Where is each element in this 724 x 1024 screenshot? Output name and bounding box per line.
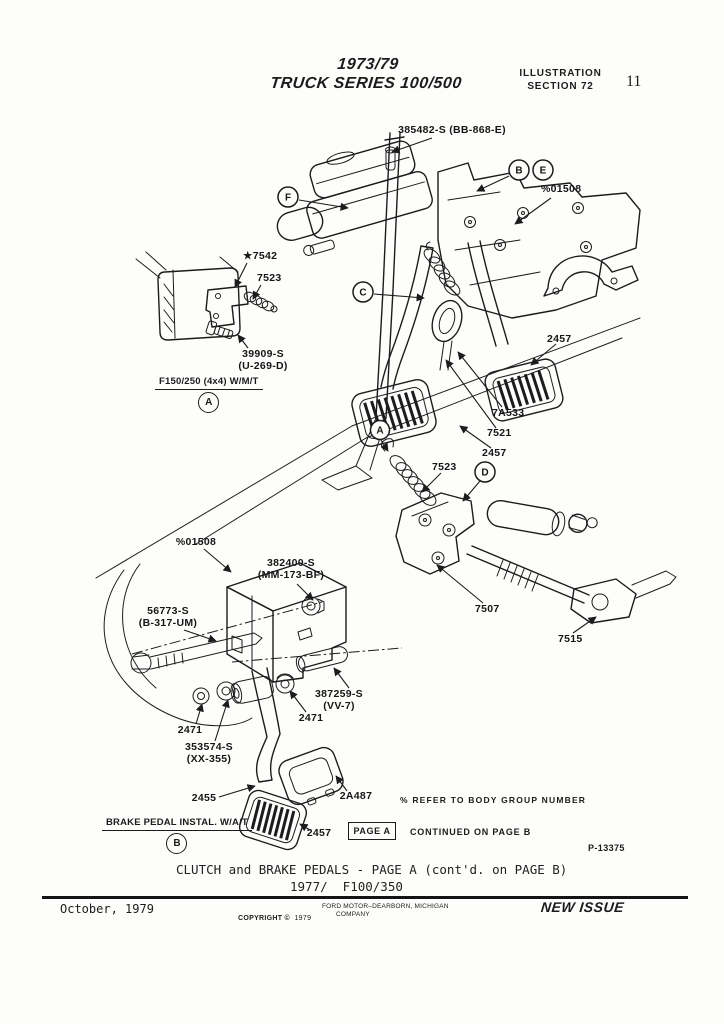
part-label-382400: 382400-S — [267, 557, 315, 569]
part-label-2471-right: 2471 — [299, 712, 324, 724]
copyright-label: COPYRIGHT © — [238, 915, 291, 922]
body-group-note: % REFER TO BODY GROUP NUMBER — [400, 795, 587, 805]
footer-rule — [42, 896, 688, 899]
part-label-7523-inset: 7523 — [257, 272, 282, 284]
section-label: ILLUSTRATION SECTION 72 — [513, 67, 608, 93]
inset-b-caption-text: BRAKE PEDAL INSTAL. W/A/T — [102, 817, 252, 831]
section-line1: ILLUSTRATION — [519, 68, 602, 79]
brake-pedal-arm — [467, 240, 509, 347]
inset-a-caption: F150/250 (4x4) W/M/T A — [155, 376, 263, 413]
callout-a-inset: A — [198, 392, 220, 413]
body-group-ref-inset: %01508 — [176, 536, 216, 548]
copyright-year: 1979 — [294, 915, 312, 922]
part-label-2457-brake: 2457 — [547, 333, 572, 345]
callout-d: D — [474, 461, 496, 483]
svg-text:E: E — [540, 166, 547, 177]
svg-text:B: B — [515, 166, 522, 177]
inset-front-bracket-art: ★7542 7523 39909-S (U-269-D) — [135, 250, 287, 372]
company-line2: COMPANY — [336, 910, 370, 918]
figure-caption-line2: 1977/ F100/350 — [290, 879, 403, 894]
part-label-7515: 7515 — [558, 633, 583, 645]
svg-text:A: A — [376, 426, 383, 437]
svg-text:D: D — [481, 468, 488, 479]
part-label-7A533: 7A533 — [492, 407, 524, 419]
part-label-385482: 385482-S (BB-868-E) — [398, 124, 506, 136]
pedal-spring — [423, 241, 461, 296]
company-block: FORD MOTOR–DEARBORN, MICHIGAN COMPANY — [322, 903, 449, 918]
part-label-353574: 353574-S — [185, 741, 233, 753]
callout-f: F — [277, 186, 299, 208]
inset-brake-pedal-art: %01508 382400-S (MM-173-BF) 56773-S (B-3… — [103, 536, 403, 851]
part-label-2455: 2455 — [192, 792, 217, 804]
part-label-39909-code: (U-269-D) — [238, 360, 287, 372]
bracket-bolts — [464, 202, 592, 253]
page-number: 11 — [626, 73, 642, 90]
plate-number: P-13375 — [588, 843, 625, 853]
bolt-39909 — [205, 320, 234, 339]
part-label-56773-code: (B-317-UM) — [139, 617, 197, 629]
brake-pedal-pad — [484, 358, 564, 422]
floor-lines — [95, 317, 641, 579]
bolt-56773 — [130, 632, 263, 674]
brake-pedal-arm-2455 — [251, 667, 281, 783]
part-label-2471-left: 2471 — [178, 724, 203, 736]
part-label-2457-clutch: 2457 — [482, 447, 507, 459]
page-a-box: PAGE A — [348, 822, 396, 840]
part-label-387259-code: (VV-7) — [323, 700, 355, 712]
part-label-2A487: 2A487 — [340, 790, 372, 802]
callout-a-main: A — [369, 419, 391, 441]
svg-text:C: C — [359, 288, 366, 299]
part-label-7521: 7521 — [487, 427, 512, 439]
copyright-block: COPYRIGHT © 1979 — [238, 907, 311, 925]
figure-caption-line1: CLUTCH and BRAKE PEDALS - PAGE A (cont'd… — [176, 862, 568, 877]
inset-b-caption: BRAKE PEDAL INSTAL. W/A/T B — [102, 817, 252, 854]
master-cylinder — [276, 140, 433, 256]
part-label-7542: ★7542 — [243, 250, 277, 262]
callout-c: C — [352, 281, 374, 303]
pushrod-eyelet — [431, 299, 463, 371]
part-label-2457-pad: 2457 — [307, 827, 332, 839]
part-label-7507: 7507 — [475, 603, 500, 615]
support-opening-arc — [103, 563, 253, 727]
footer-date: October, 1979 — [60, 902, 154, 916]
section-line2: SECTION 72 — [527, 81, 594, 92]
clutch-pedal-arm — [380, 245, 434, 390]
callout-e: E — [532, 159, 554, 181]
bushings — [192, 673, 295, 705]
clutch-pedal-pad — [351, 379, 437, 447]
body-group-ref-main: %01508 — [541, 183, 581, 195]
part-label-7523-spring: 7523 — [432, 461, 457, 473]
pad-cover-2A487 — [278, 746, 344, 806]
part-label-382400-code: (MM-173-BF) — [258, 569, 324, 581]
part-label-39909: 39909-S — [242, 348, 284, 360]
callout-b-inset: B — [166, 833, 188, 854]
inset-a-caption-text: F150/250 (4x4) W/M/T — [155, 376, 263, 390]
continued-note: CONTINUED ON PAGE B — [410, 827, 532, 837]
saddle-bracket — [543, 255, 639, 297]
callout-b: B — [508, 159, 530, 181]
part-label-387259: 387259-S — [315, 688, 363, 700]
bolt-385482 — [385, 146, 396, 171]
company-line1: FORD MOTOR–DEARBORN, MICHIGAN — [322, 903, 449, 910]
issue-status: NEW ISSUE — [540, 899, 625, 915]
part-label-56773: 56773-S — [147, 605, 189, 617]
svg-text:F: F — [285, 193, 291, 204]
booster-tube — [276, 206, 324, 241]
part-label-353574-code: (XX-355) — [187, 753, 231, 765]
pedal-support-box — [226, 562, 347, 683]
equalizer-assembly — [395, 492, 677, 624]
main-assembly-art: F B E C A D 385482-S (BB-868-E) %01508 2… — [95, 124, 677, 645]
spacer-tube-387259 — [295, 646, 348, 673]
